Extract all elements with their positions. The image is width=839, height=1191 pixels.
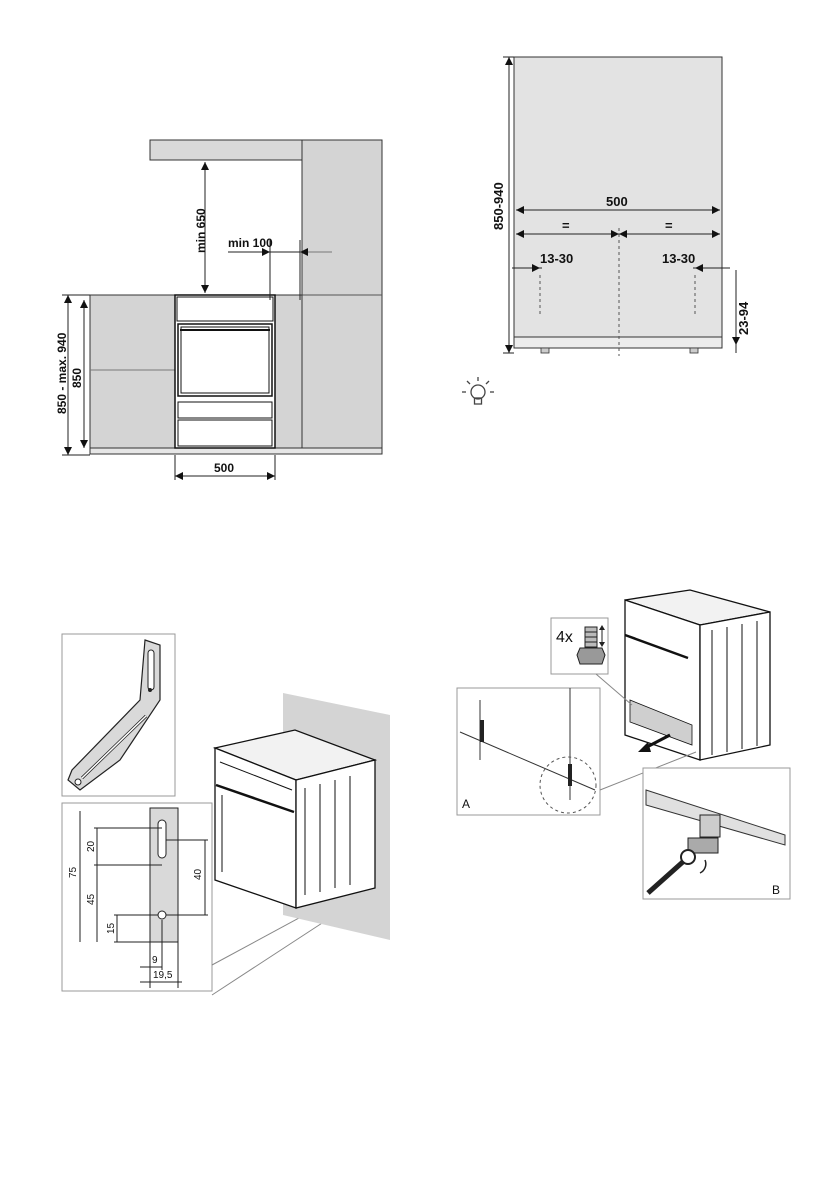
- figure-adjusting-feet: 4x A B: [456, 589, 791, 900]
- lightbulb-icon: [462, 377, 494, 405]
- dim-equal-left: =: [562, 218, 570, 233]
- figure-anti-tilt-bracket: 75 20 45 15 40 9 19,5: [61, 633, 390, 996]
- cooker-front-view: [174, 294, 276, 449]
- dim-offset-right: 13-30: [662, 251, 695, 266]
- dim-bracket-9: 9: [152, 955, 158, 966]
- figure-niche-installation: min 650 min 100 850 - max. 940 850 500: [55, 139, 383, 480]
- adjustable-foot-icon: [576, 625, 606, 665]
- dim-bracket-19-5: 19,5: [153, 970, 173, 981]
- detail-a-panel: [456, 687, 601, 816]
- dim-height-850: 850: [70, 368, 84, 388]
- dim-height-range: 850 - max. 940: [55, 332, 69, 414]
- dim-foot-range: 23-94: [736, 301, 751, 335]
- arrow-icon: [638, 733, 671, 752]
- dim-back-height: 850-940: [491, 182, 506, 230]
- detail-b-label: B: [772, 883, 780, 897]
- cooker-back-panel: [513, 56, 723, 338]
- dim-bracket-75: 75: [68, 866, 79, 878]
- dim-width-500: 500: [214, 461, 234, 475]
- feet-callout-box: [550, 617, 609, 675]
- dim-min-100: min 100: [228, 236, 273, 250]
- dim-bracket-45: 45: [86, 893, 97, 905]
- detail-a-label: A: [462, 797, 470, 811]
- bracket-drawing: [67, 639, 161, 791]
- wrench-icon: [646, 849, 707, 895]
- dim-equal-right: =: [665, 218, 673, 233]
- right-base-cabinet: [274, 294, 303, 449]
- feet-count-label: 4x: [556, 629, 573, 646]
- overhead-cabinet: [149, 139, 303, 161]
- cooker-perspective: [212, 729, 378, 909]
- dim-back-width: 500: [606, 194, 628, 209]
- dim-offset-left: 13-30: [540, 251, 573, 266]
- figure-back-view: 850-940 500 = = 13-30 13-30 23-94: [462, 56, 751, 405]
- left-base-cabinet: [89, 294, 176, 449]
- dim-min-650: min 650: [194, 208, 208, 253]
- dim-bracket-40: 40: [193, 868, 204, 880]
- bracket-dimension-panel: [61, 802, 213, 992]
- tall-right-cabinet: [301, 139, 383, 449]
- dim-bracket-20: 20: [86, 840, 97, 852]
- cooker-perspective-feet: [624, 589, 771, 761]
- dim-bracket-15: 15: [106, 922, 117, 934]
